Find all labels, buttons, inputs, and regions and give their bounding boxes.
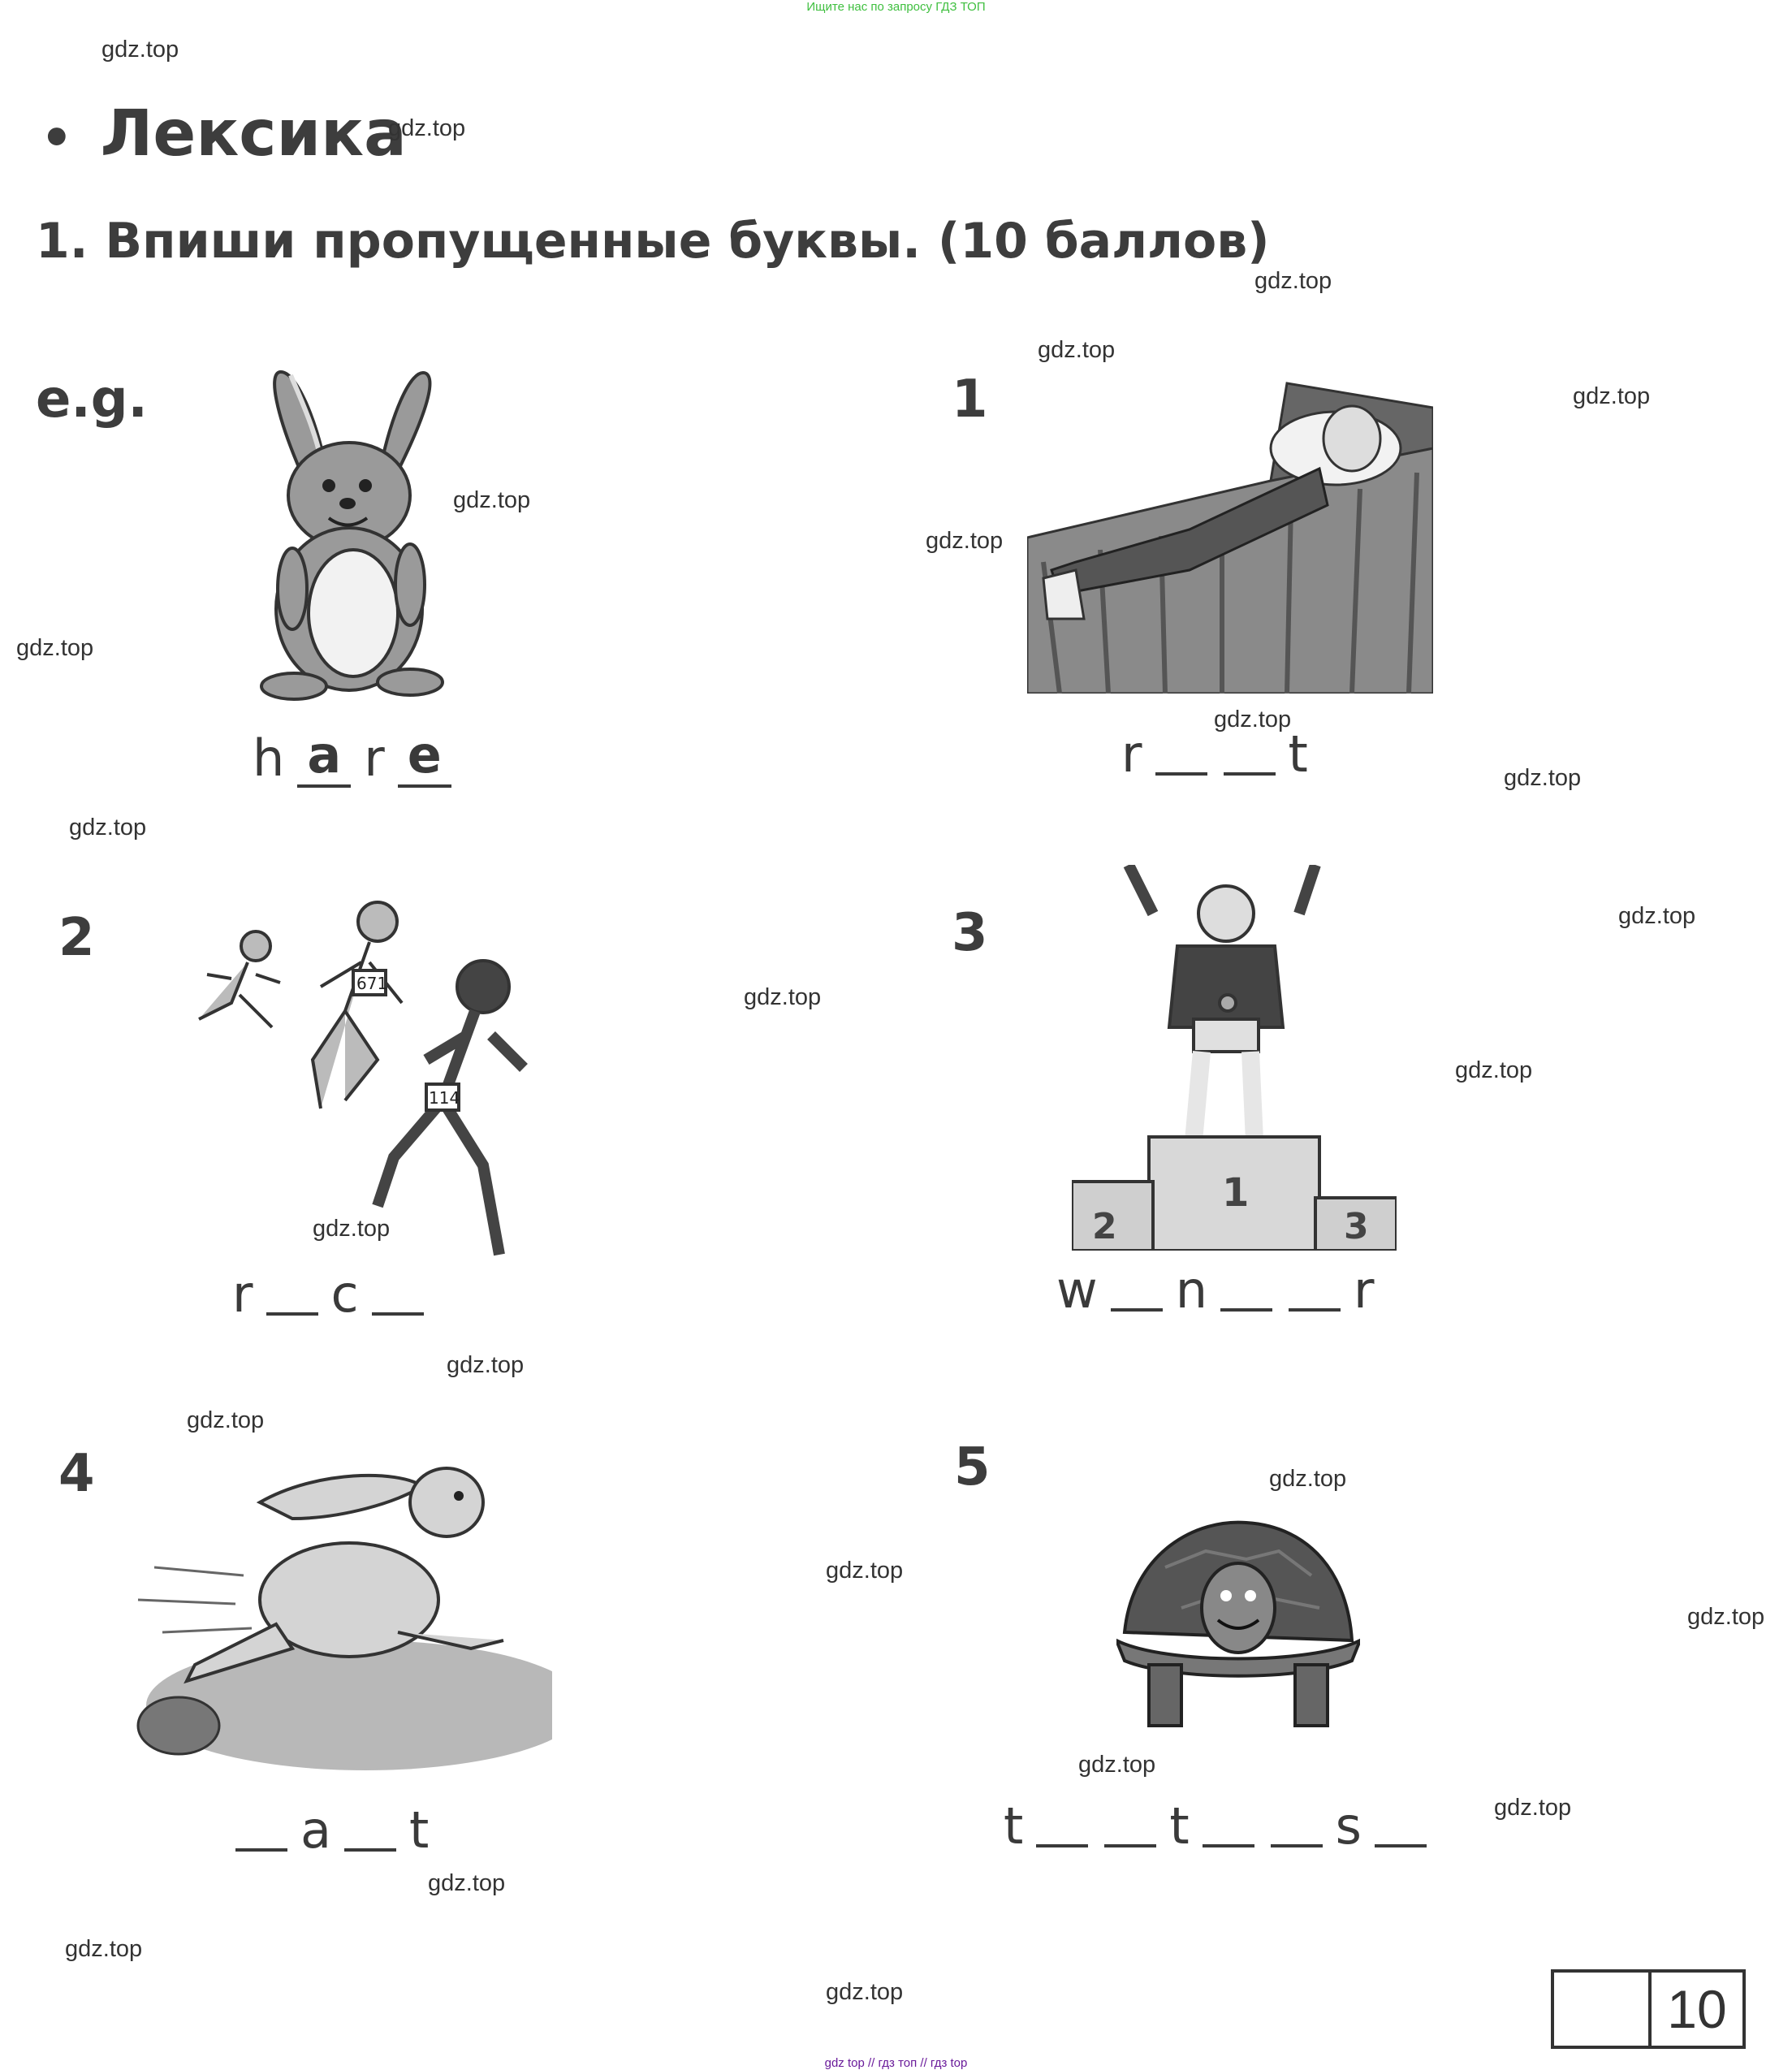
blank[interactable] xyxy=(1155,771,1207,776)
watermark: gdz.top xyxy=(744,984,822,1010)
letter: h xyxy=(253,728,285,788)
blank[interactable] xyxy=(1202,1843,1254,1847)
watermark: gdz.top xyxy=(65,1936,143,1962)
watermark: gdz.top xyxy=(1573,383,1651,409)
podium-number-1: 1 xyxy=(1222,1170,1249,1216)
watermark: gdz.top xyxy=(1078,1752,1156,1778)
letter: s xyxy=(1335,1796,1362,1856)
watermark: gdz.top xyxy=(1504,765,1582,791)
bib-number-114: 114 xyxy=(429,1088,460,1108)
blank[interactable] xyxy=(1036,1843,1089,1847)
letter: w xyxy=(1056,1260,1098,1320)
item-label-3: 3 xyxy=(952,903,988,963)
bullet: • xyxy=(41,108,73,167)
blank[interactable] xyxy=(235,1847,287,1852)
hare-icon xyxy=(260,370,444,701)
tortoise-icon xyxy=(1116,1520,1360,1727)
watermark: gdz.top xyxy=(1494,1795,1572,1821)
hare-and-snail-icon xyxy=(136,1467,552,1770)
watermark: gdz.top xyxy=(69,815,147,841)
item-label-5: 5 xyxy=(954,1437,991,1497)
section-title-text: Лексика xyxy=(100,97,407,171)
word-1: r t xyxy=(1116,719,1313,784)
blank[interactable] xyxy=(1223,771,1276,776)
blank[interactable] xyxy=(1104,1843,1157,1847)
watermark: gdz.top xyxy=(428,1870,506,1896)
letter: r xyxy=(1121,724,1142,784)
watermark: gdz.top xyxy=(1269,1466,1347,1492)
watermark: gdz.top xyxy=(1038,337,1116,363)
blank[interactable] xyxy=(1270,1843,1323,1847)
word-4: a t xyxy=(227,1795,434,1860)
letter: c xyxy=(330,1264,359,1324)
boy-resting-on-bed-icon xyxy=(1027,382,1433,694)
watermark: gdz.top xyxy=(1254,268,1332,294)
letter: r xyxy=(364,728,385,788)
blank[interactable] xyxy=(1374,1843,1427,1847)
winner-on-podium-icon: 1 2 3 xyxy=(1072,865,1397,1251)
word-2: r c xyxy=(227,1259,432,1324)
letter: a xyxy=(300,1800,331,1860)
watermark: gdz.top xyxy=(388,115,466,141)
watermark: gdz.top xyxy=(447,1352,525,1378)
section-title: • Лексика xyxy=(41,97,407,171)
watermark: gdz.top xyxy=(453,487,531,513)
letter: r xyxy=(1354,1260,1375,1320)
watermark: gdz.top xyxy=(1618,903,1696,929)
watermark: gdz.top xyxy=(926,528,1004,554)
blank[interactable] xyxy=(371,1312,424,1316)
top-banner: Ищите нас по запросу ГДЗ ТОП xyxy=(806,0,986,14)
podium-number-3: 3 xyxy=(1344,1206,1369,1247)
item-label-1: 1 xyxy=(952,369,988,430)
blank[interactable] xyxy=(1220,1307,1273,1312)
watermark: gdz.top xyxy=(826,1558,904,1584)
watermark: gdz.top xyxy=(313,1216,391,1242)
letter: n xyxy=(1175,1260,1208,1320)
watermark: gdz.top xyxy=(826,1979,904,2005)
letter: t xyxy=(1288,724,1308,784)
runners-race-icon: 671 114 xyxy=(198,901,528,1256)
letter: r xyxy=(232,1264,253,1324)
watermark: gdz.top xyxy=(1687,1604,1765,1630)
score-input-cell[interactable] xyxy=(1554,1973,1652,2046)
item-label-2: 2 xyxy=(58,908,95,968)
letter: t xyxy=(1169,1796,1190,1856)
filled-letter: e xyxy=(397,726,451,788)
watermark: gdz.top xyxy=(187,1407,265,1433)
watermark: gdz.top xyxy=(1455,1057,1533,1083)
item-label-4: 4 xyxy=(58,1444,95,1504)
watermark: gdz.top xyxy=(101,37,179,63)
score-box: 10 xyxy=(1551,1969,1746,2049)
blank[interactable] xyxy=(266,1312,318,1316)
task-title: 1. Впиши пропущенные буквы. (10 баллов) xyxy=(36,213,1270,270)
letter: t xyxy=(1004,1796,1024,1856)
podium-number-2: 2 xyxy=(1092,1206,1117,1247)
blank[interactable] xyxy=(1110,1307,1163,1312)
blank[interactable] xyxy=(1289,1307,1341,1312)
word-example: h a r e xyxy=(248,723,460,788)
filled-letter: a xyxy=(297,726,352,788)
item-label-example: e.g. xyxy=(36,369,148,430)
letter: t xyxy=(409,1800,430,1860)
watermark: gdz.top xyxy=(1214,707,1292,732)
bottom-banner: gdz top // гдз топ // гдз top xyxy=(824,2056,968,2070)
bib-number-671: 671 xyxy=(356,974,387,993)
watermark: gdz.top xyxy=(16,635,94,661)
word-5: t t s xyxy=(999,1791,1435,1856)
score-max: 10 xyxy=(1667,1979,1727,2039)
word-3: w n r xyxy=(1051,1255,1380,1320)
blank[interactable] xyxy=(344,1847,396,1852)
